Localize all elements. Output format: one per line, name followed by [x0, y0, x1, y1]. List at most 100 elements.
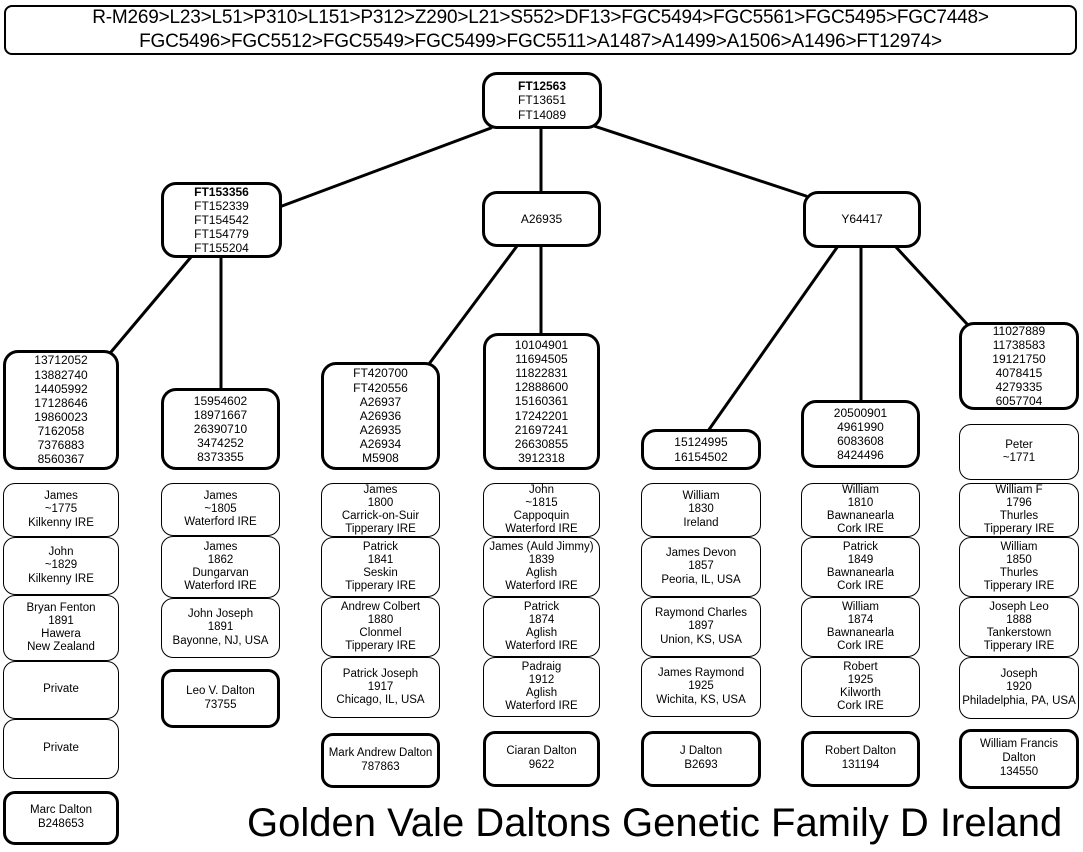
person-box: James Raymond 1925 Wichita, KS, USA — [641, 657, 761, 717]
person-text: Patrick 1841 Seskin Tipperary IRE — [345, 540, 416, 593]
person-text: John Joseph 1891 Bayonne, NJ, USA — [172, 608, 269, 647]
person-text: Joseph 1920 Philadelphia, PA, USA — [962, 668, 1076, 707]
snp-block-col5: 15124995 16154502 — [641, 429, 761, 470]
person-box: Patrick Joseph 1917 Chicago, IL, USA — [321, 657, 440, 718]
person-box: James ~1805 Waterford IRE — [161, 483, 280, 536]
person-box: James 1862 Dungarvan Waterford IRE — [161, 536, 280, 598]
snp-list: FT420700 FT420556 A26937 A26936 A26935 A… — [353, 366, 408, 466]
snp-block-col4: 10104901 11694505 11822831 12888600 1516… — [483, 333, 600, 470]
person-text: Patrick 1874 Aglish Waterford IRE — [505, 600, 578, 653]
person-text: Padraig 1912 Aglish Waterford IRE — [505, 660, 578, 713]
connector-line — [893, 244, 969, 326]
person-box: Bryan Fenton 1891 Hawera New Zealand — [3, 595, 119, 661]
person-box: William 1830 Ireland — [641, 483, 761, 537]
person-text: Patrick 1849 Bawnanearla Cork IRE — [826, 540, 895, 593]
snp-block-col2: 15954602 18971667 26390710 3474252 83733… — [161, 388, 280, 470]
person-text: John ~1829 Kilkenny IRE — [28, 546, 94, 585]
snp-list: 15954602 18971667 26390710 3474252 83733… — [193, 393, 248, 465]
person-text: John ~1815 Cappoquin Waterford IRE — [505, 483, 578, 536]
tester-text: Marc Dalton B248653 — [30, 804, 92, 830]
connector-line — [706, 244, 840, 433]
snp-node-primary: FT153356 — [194, 184, 249, 199]
person-box: Patrick 1849 Bawnanearla Cork IRE — [801, 537, 920, 597]
person-box: William F 1796 Thurles Tipperary IRE — [959, 483, 1079, 537]
person-box: James 1800 Carrick-on-Suir Tipperary IRE — [321, 483, 440, 537]
tester-box: J Dalton B2693 — [641, 731, 761, 787]
haplogroup-path-banner: R-M269>L23>L51>P310>L151>P312>Z290>L21>S… — [4, 5, 1077, 55]
snp-node-primary: FT12563 — [517, 79, 567, 94]
person-box: John Joseph 1891 Bayonne, NJ, USA — [161, 598, 280, 658]
person-box: Patrick 1841 Seskin Tipperary IRE — [321, 537, 440, 597]
snp-node-list: FT152339 FT154542 FT154779 FT155204 — [194, 198, 249, 256]
person-text: Private — [43, 742, 79, 755]
person-text: Private — [43, 683, 79, 696]
person-box: Andrew Colbert 1880 Clonmel Tipperary IR… — [321, 597, 440, 657]
snp-node-primary: A26935 — [520, 211, 563, 226]
tester-text: William Francis Dalton 134550 — [980, 738, 1058, 778]
person-box: Joseph 1920 Philadelphia, PA, USA — [959, 657, 1079, 719]
person-box: William 1874 Bawnanearla Cork IRE — [801, 597, 920, 657]
tester-box: Mark Andrew Dalton 787863 — [321, 733, 440, 788]
person-box: Peter ~1771 — [959, 424, 1079, 480]
snp-node-ft153356: FT153356 FT152339 FT154542 FT154779 FT15… — [161, 182, 282, 258]
person-text: Bryan Fenton 1891 Hawera New Zealand — [26, 601, 96, 654]
snp-node-y64417: Y64417 — [803, 191, 921, 248]
person-text: Patrick Joseph 1917 Chicago, IL, USA — [336, 667, 425, 707]
person-text: Joseph Leo 1888 Tankerstown Tipperary IR… — [983, 600, 1055, 653]
haplogroup-path-text: R-M269>L23>L51>P310>L151>P312>Z290>L21>S… — [92, 6, 989, 52]
person-text: Peter ~1771 — [1002, 438, 1036, 464]
connector-line — [280, 126, 493, 208]
snp-list: 13712052 13882740 14405992 17128646 1986… — [34, 353, 88, 467]
person-box: Joseph Leo 1888 Tankerstown Tipperary IR… — [959, 597, 1079, 657]
person-text: William 1874 Bawnanearla Cork IRE — [826, 600, 895, 653]
tester-text: Leo V. Dalton 73755 — [186, 684, 255, 711]
person-box: Padraig 1912 Aglish Waterford IRE — [483, 657, 600, 717]
person-box: James ~1775 Kilkenny IRE — [3, 483, 119, 537]
tester-text: J Dalton B2693 — [679, 745, 723, 771]
snp-list: 11027889 11738583 19121750 4078415 42793… — [992, 323, 1046, 409]
person-text: James Devon 1857 Peoria, IL, USA — [661, 547, 741, 586]
tester-box: Marc Dalton B248653 — [3, 791, 119, 845]
snp-block-col1: 13712052 13882740 14405992 17128646 1986… — [3, 350, 119, 470]
snp-node-list: FT13651 FT14089 — [517, 93, 567, 122]
snp-node-primary: Y64417 — [841, 212, 883, 227]
person-box: James Devon 1857 Peoria, IL, USA — [641, 537, 761, 597]
snp-list: 10104901 11694505 11822831 12888600 1516… — [514, 337, 569, 466]
person-box: William 1810 Bawnanearla Cork IRE — [801, 483, 920, 537]
connector-line — [592, 124, 808, 198]
snp-node-a26935: A26935 — [482, 191, 601, 247]
snp-list: 20500901 4961990 6083608 8424496 — [833, 405, 888, 463]
person-box: Private — [3, 719, 119, 779]
person-text: James (Auld Jimmy) 1839 Aglish Waterford… — [489, 540, 594, 593]
snp-node-ft12563: FT12563 FT13651 FT14089 — [482, 72, 602, 129]
snp-block-col7: 11027889 11738583 19121750 4078415 42793… — [959, 322, 1079, 410]
person-text: William 1850 Thurles Tipperary IRE — [983, 540, 1055, 593]
person-box: Private — [3, 661, 119, 719]
tester-box: William Francis Dalton 134550 — [959, 729, 1079, 789]
person-text: Andrew Colbert 1880 Clonmel Tipperary IR… — [340, 600, 421, 653]
person-text: James 1800 Carrick-on-Suir Tipperary IRE — [341, 483, 420, 536]
person-text: Raymond Charles 1897 Union, KS, USA — [654, 607, 748, 646]
snp-block-col6: 20500901 4961990 6083608 8424496 — [801, 400, 920, 468]
tester-box: Robert Dalton 131194 — [801, 731, 920, 787]
person-text: James ~1805 Waterford IRE — [184, 489, 257, 529]
person-text: William 1830 Ireland — [682, 490, 720, 529]
connector-line — [109, 255, 193, 354]
snp-block-col3: FT420700 FT420556 A26937 A26936 A26935 A… — [321, 362, 440, 470]
person-box: Raymond Charles 1897 Union, KS, USA — [641, 597, 761, 657]
person-text: William F 1796 Thurles Tipperary IRE — [983, 483, 1055, 536]
person-text: James Raymond 1925 Wichita, KS, USA — [656, 667, 746, 706]
person-box: James (Auld Jimmy) 1839 Aglish Waterford… — [483, 537, 600, 597]
person-box: Robert 1925 Kilworth Cork IRE — [801, 657, 920, 717]
person-box: Patrick 1874 Aglish Waterford IRE — [483, 597, 600, 657]
tester-box: Leo V. Dalton 73755 — [161, 669, 280, 728]
person-text: Robert 1925 Kilworth Cork IRE — [837, 660, 884, 713]
person-text: William 1810 Bawnanearla Cork IRE — [826, 483, 895, 536]
connector-line — [427, 244, 519, 366]
person-box: William 1850 Thurles Tipperary IRE — [959, 537, 1079, 597]
person-text: James 1862 Dungarvan Waterford IRE — [184, 540, 257, 593]
person-box: John ~1829 Kilkenny IRE — [3, 537, 119, 595]
tester-text: Ciaran Dalton 9622 — [506, 745, 577, 771]
tester-text: Mark Andrew Dalton 787863 — [328, 746, 433, 773]
